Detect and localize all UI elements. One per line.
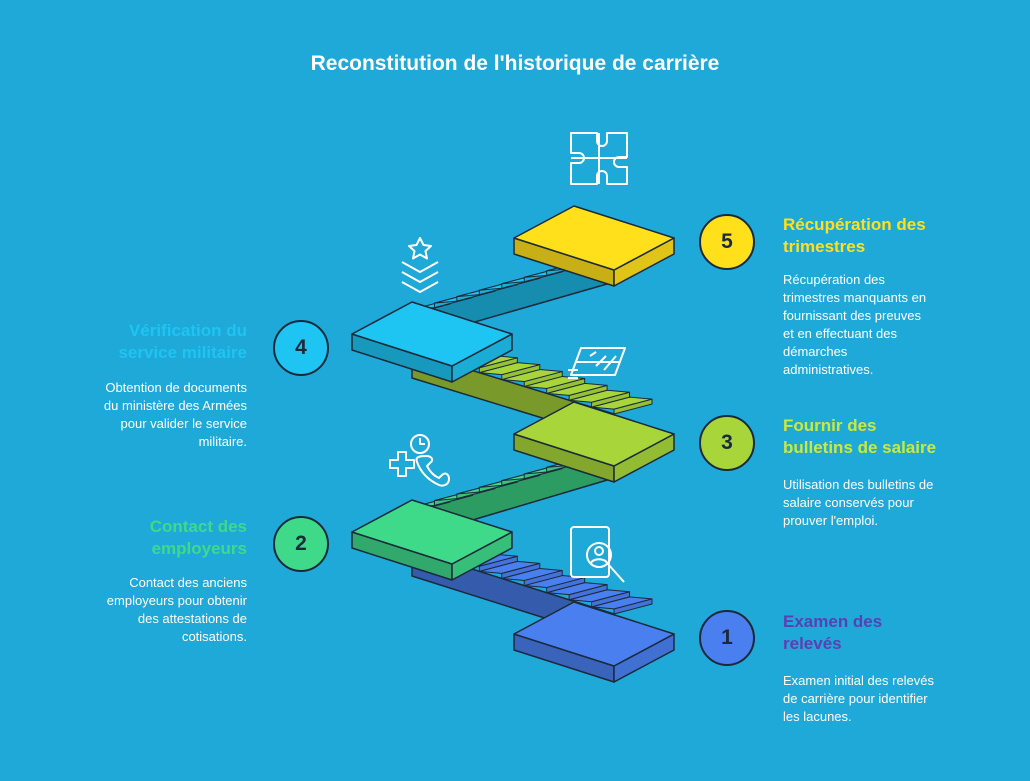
desc-line: Utilisation des bulletins de: [783, 477, 934, 492]
step-number-5: 5: [699, 214, 755, 270]
desc-line: et en effectuant des: [783, 326, 897, 341]
desc-line: pour valider le service: [120, 416, 247, 431]
desc-line: démarches: [783, 344, 848, 359]
step-4-platform: [351, 301, 513, 383]
step-2-description: Contact des anciens employeurs pour obte…: [77, 574, 247, 646]
desc-line: cotisations.: [181, 629, 247, 644]
desc-line: trimestres manquants en: [783, 290, 927, 305]
step-4-description: Obtention de documents du ministère des …: [77, 379, 247, 451]
desc-line: fournissant des preuves: [783, 308, 922, 323]
desc-line: prouver l'emploi.: [783, 513, 878, 528]
puzzle-icon: [570, 132, 628, 185]
step-number-3: 3: [699, 415, 755, 471]
step-5-heading: Récupération des trimestres: [783, 214, 973, 258]
desc-line: militaire.: [198, 434, 247, 449]
step-1-description: Examen initial des relevés de carrière p…: [783, 672, 973, 726]
desc-line: Examen initial des relevés: [783, 673, 935, 688]
heading-line: relevés: [783, 634, 842, 653]
desc-line: de carrière pour identifier: [783, 691, 928, 706]
stair-platforms: [351, 205, 675, 683]
military-rank-icon: [401, 237, 439, 293]
step-5-description: Récupération des trimestres manquants en…: [783, 271, 973, 379]
desc-line: les lacunes.: [783, 709, 852, 724]
step-2-platform: [351, 499, 513, 581]
heading-line: Récupération des: [783, 215, 926, 234]
desc-line: Contact des anciens: [129, 575, 247, 590]
desc-line: Obtention de documents: [105, 380, 247, 395]
desc-line: employeurs pour obtenir: [106, 593, 247, 608]
heading-line: Fournir des: [783, 416, 877, 435]
desc-line: Récupération des: [783, 272, 885, 287]
heading-line: employeurs: [151, 539, 247, 558]
step-3-platform: [513, 401, 675, 483]
heading-line: trimestres: [783, 237, 866, 256]
desc-line: administratives.: [783, 362, 874, 377]
heading-line: Examen des: [783, 612, 883, 631]
step-1-heading: Examen des relevés: [783, 611, 973, 655]
step-2-heading: Contact des employeurs: [77, 516, 247, 560]
step-4-heading: Vérification du service militaire: [77, 320, 247, 364]
page-title: Reconstitution de l'historique de carriè…: [310, 52, 720, 75]
heading-line: bulletins de salaire: [783, 438, 937, 457]
money-stack-icon: [568, 347, 626, 379]
search-person-icon: [570, 526, 625, 583]
step-number-4: 4: [273, 320, 329, 376]
heading-line: service militaire: [118, 343, 247, 362]
step-3-description: Utilisation des bulletins de salaire con…: [783, 476, 973, 530]
step-5-platform: [513, 205, 675, 287]
heading-line: Contact des: [149, 517, 247, 536]
medical-phone-icon: [389, 434, 450, 487]
heading-line: Vérification du: [128, 321, 247, 340]
step-number-1: 1: [699, 610, 755, 666]
step-number-2: 2: [273, 516, 329, 572]
step-1-platform: [513, 601, 675, 683]
desc-line: des attestations de: [137, 611, 247, 626]
step-3-heading: Fournir des bulletins de salaire: [783, 415, 973, 459]
desc-line: du ministère des Armées: [103, 398, 247, 413]
desc-line: salaire conservés pour: [783, 495, 914, 510]
